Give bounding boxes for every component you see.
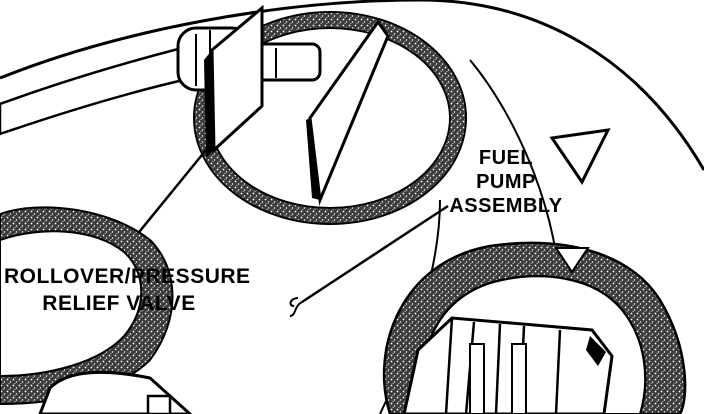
fuel-pump-assembly-label: FUEL PUMP ASSEMBLY — [448, 148, 564, 216]
rollover-valve-label: ROLLOVER/PRESSURE RELIEF VALVE — [4, 265, 251, 315]
direction-triangle-icon — [549, 128, 611, 185]
valve-flange-right-face — [306, 118, 320, 200]
valve-flange-right — [308, 19, 390, 206]
valve-label-line-1: ROLLOVER/PRESSURE — [4, 265, 251, 288]
pump-label-line-2: PUMP — [476, 171, 536, 193]
valve-flange-left-edge — [204, 50, 214, 158]
pump-label-line-3: ASSEMBLY — [449, 195, 563, 217]
valve-gasket-ring — [195, 13, 465, 223]
pump-leader-line — [301, 204, 449, 304]
pump-notch — [554, 247, 590, 274]
pump-label-line-1: FUEL — [478, 147, 534, 169]
vent-hose — [0, 46, 194, 136]
pump-leader-hook — [289, 297, 303, 317]
valve-label-line-2: RELIEF VALVE — [42, 292, 196, 315]
tank-outline — [0, 0, 704, 171]
pump-connector — [402, 316, 614, 414]
